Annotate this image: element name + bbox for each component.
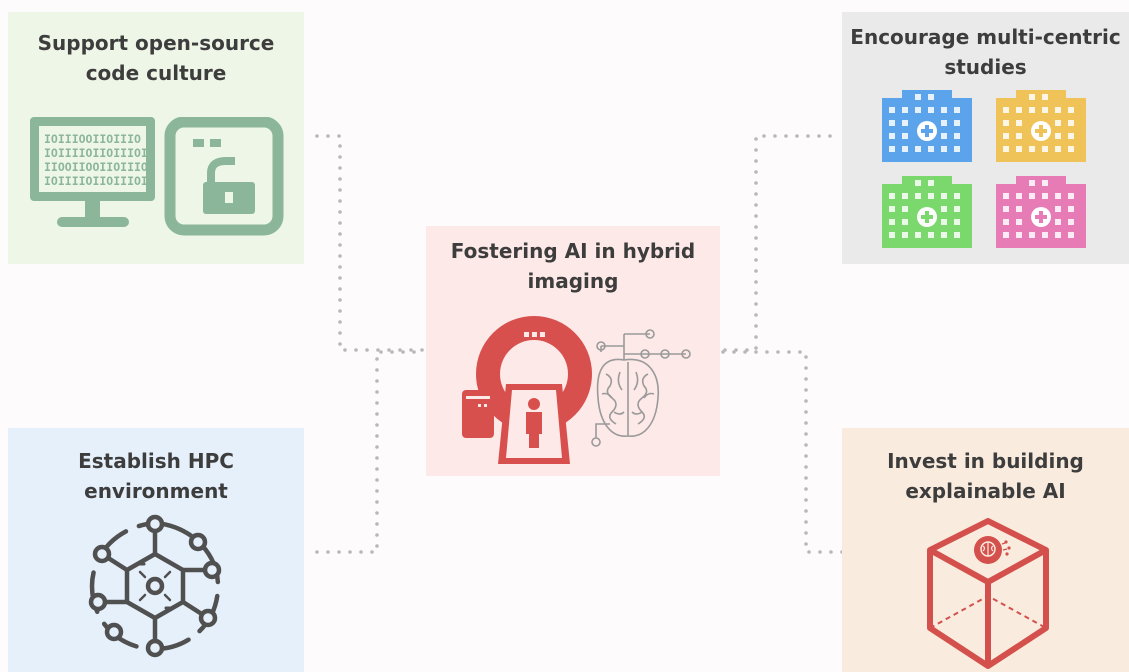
- connector-top-left: [315, 134, 427, 352]
- title-line-2: environment: [84, 479, 228, 503]
- title-line-1: Encourage multi-centric: [850, 25, 1121, 49]
- hospital-icon: [996, 176, 1086, 248]
- title-line-1: Fostering AI in hybrid: [450, 239, 696, 263]
- panel-multi-centric: Encourage multi-centric studies: [842, 12, 1129, 264]
- connector-bottom-left: [315, 350, 427, 554]
- panel-title-multi-centric: Encourage multi-centric studies: [842, 22, 1129, 82]
- panel-open-source: Support open-source code culture IOIIIOO…: [8, 12, 304, 264]
- title-line-2: explainable AI: [905, 479, 1066, 503]
- connector-paths: [315, 134, 844, 554]
- hospitals-icon: [882, 90, 1086, 248]
- panel-explainable-ai: Invest in building explainable AI: [842, 428, 1129, 672]
- explainable-cube-icon: [927, 518, 1049, 669]
- hpc-network-icon: [88, 514, 222, 658]
- binary-row: IOIIIOOIIOIIIO: [44, 132, 141, 146]
- title-line-1: Support open-source: [37, 31, 275, 55]
- open-source-code-icon: IOIIIOOIIOIIIO IOIIIIOIIOIIIOI IIOOIIOOI…: [30, 117, 284, 236]
- title-line-1: Establish HPC: [78, 449, 234, 473]
- title-line-1: Invest in building: [887, 449, 1084, 473]
- title-line-2: code culture: [85, 61, 227, 85]
- hybrid-imaging-icon: [462, 316, 691, 464]
- panel-title-center: Fostering AI in hybrid imaging: [426, 236, 720, 296]
- hospital-icon: [996, 90, 1086, 162]
- open-lock-icon: [164, 117, 284, 236]
- binary-row: IOIIIIOIIOIIIOI: [44, 146, 148, 160]
- scanner-icon: [462, 316, 592, 464]
- brain-head-icon: [974, 536, 1011, 564]
- binary-row: IIOOIIOOIIOIIIO: [44, 160, 148, 174]
- brain-network-icon: [591, 329, 691, 447]
- title-line-2: studies: [944, 55, 1027, 79]
- connector-top-right: [718, 134, 832, 352]
- connector-bottom-right: [718, 350, 844, 554]
- panel-title-hpc: Establish HPC environment: [8, 446, 304, 506]
- panel-hpc: Establish HPC environment: [8, 428, 304, 672]
- hospital-icon: [882, 176, 972, 248]
- hospital-icon: [882, 90, 972, 162]
- binary-row: IOIIIIOIIOIIIOI: [44, 174, 148, 188]
- panel-title-explainable-ai: Invest in building explainable AI: [842, 446, 1129, 506]
- panel-center: Fostering AI in hybrid imaging: [426, 226, 720, 476]
- title-line-2: imaging: [527, 269, 619, 293]
- panel-title-open-source: Support open-source code culture: [8, 28, 304, 88]
